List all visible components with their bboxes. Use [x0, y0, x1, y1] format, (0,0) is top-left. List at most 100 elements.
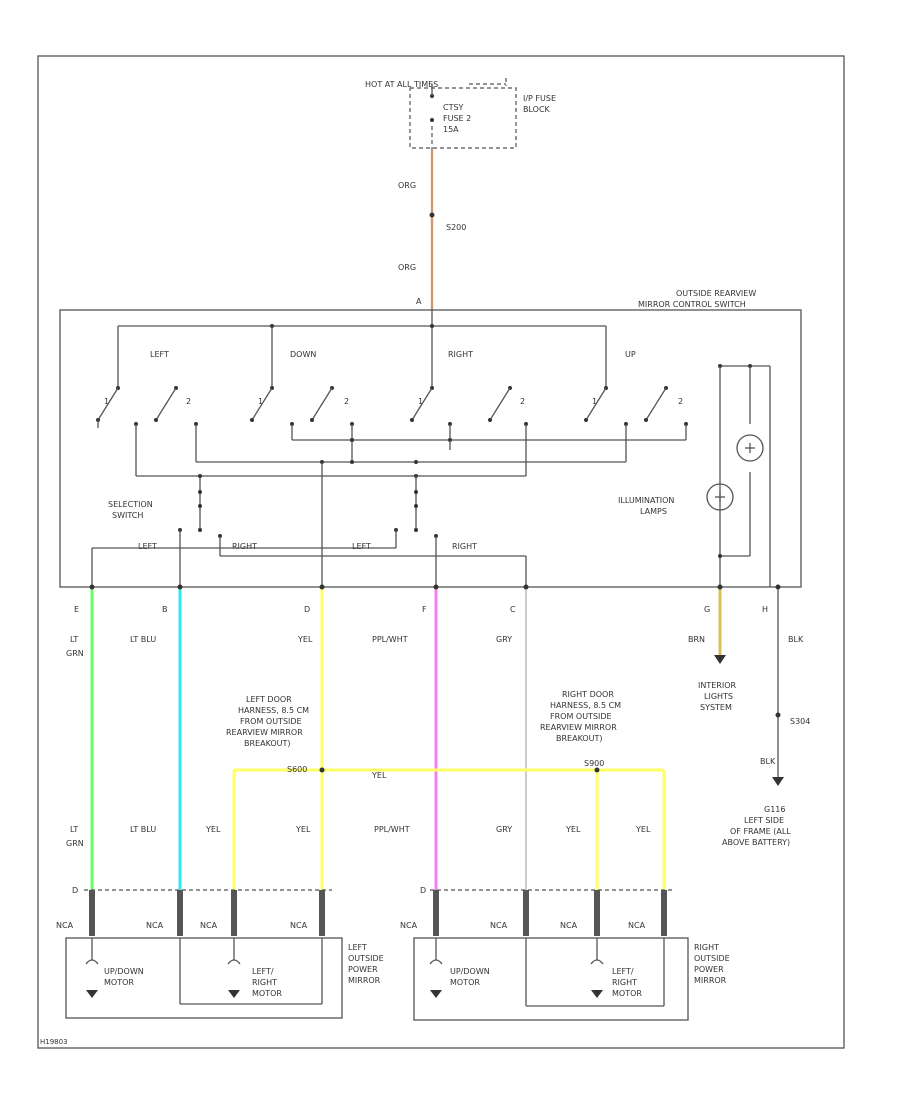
diagram-frame: [37, 55, 845, 1049]
fuse-block-label-0: I/P FUSE: [523, 94, 556, 103]
terminal-d: D: [304, 605, 310, 614]
sel-left-2: LEFT: [352, 542, 371, 551]
left-mirror-label-3: MIRROR: [348, 976, 381, 985]
wire-label-lt-grn-1: GRN: [66, 649, 84, 658]
splice-s600: S600: [287, 765, 307, 774]
lower-yel-1: YEL: [205, 825, 221, 834]
dir-up: UP: [625, 350, 636, 359]
selection-label-1: SWITCH: [112, 511, 143, 520]
left-harness-2: FROM OUTSIDE: [240, 717, 302, 726]
pin-label-5: 2: [520, 397, 525, 406]
wire-label-blk: BLK: [788, 635, 804, 644]
nca-7: NCA: [628, 921, 646, 930]
wire-label-yel: YEL: [297, 635, 313, 644]
right-motor-a-0: UP/DOWN: [450, 967, 490, 976]
right-motor-b-2: MOTOR: [612, 989, 642, 998]
interior-lights-arrow: [714, 655, 726, 664]
right-mirror-label-1: OUTSIDE: [694, 954, 730, 963]
wire-label-lt-blu: LT BLU: [130, 635, 156, 644]
nca-3: NCA: [290, 921, 308, 930]
nca-5: NCA: [490, 921, 508, 930]
right-motor-b-1: RIGHT: [612, 978, 637, 987]
org-label-1: ORG: [398, 181, 416, 190]
right-harness-2: FROM OUTSIDE: [550, 712, 612, 721]
fuse-block-label-1: BLOCK: [523, 105, 551, 114]
right-motor-a-1: MOTOR: [450, 978, 480, 987]
sel-right-2: RIGHT: [452, 542, 477, 551]
nca-4: NCA: [400, 921, 418, 930]
right-harness-3: REARVIEW MIRROR: [540, 723, 617, 732]
left-harness-3: REARVIEW MIRROR: [226, 728, 303, 737]
left-harness-4: BREAKOUT): [244, 739, 291, 748]
illumination-lamp-1: [736, 434, 764, 462]
connector-a: A: [416, 297, 422, 306]
interior-label-0: INTERIOR: [698, 681, 737, 690]
wire-label-brn: BRN: [688, 635, 705, 644]
left-harness-0: LEFT DOOR: [246, 695, 292, 704]
right-leftright-motor-icon: [590, 959, 604, 998]
wire-label-lt-grn-0: LT: [70, 635, 78, 644]
right-mirror-label-0: RIGHT: [694, 943, 719, 952]
left-mirror-label-2: POWER: [348, 965, 378, 974]
splice-s304: S304: [790, 717, 810, 726]
left-mirror-label-1: OUTSIDE: [348, 954, 384, 963]
lower-lt-grn-0: LT: [70, 825, 78, 834]
left-motor-b-1: RIGHT: [252, 978, 277, 987]
right-harness-4: BREAKOUT): [556, 734, 603, 743]
ground-arrow: [772, 777, 784, 786]
selection-switch: [178, 528, 438, 587]
pin-label-2: 1: [258, 397, 263, 406]
right-motor-b-0: LEFT/: [612, 967, 634, 976]
fuse-label-1: FUSE 2: [443, 114, 471, 123]
lower-gry: GRY: [496, 825, 512, 834]
left-mirror-label-0: LEFT: [348, 943, 367, 952]
left-mirror-box: [65, 937, 343, 1019]
fuse-label-2: 15A: [443, 125, 459, 134]
interior-label-2: SYSTEM: [700, 703, 732, 712]
dir-right: RIGHT: [448, 350, 473, 359]
sel-left-1: LEFT: [138, 542, 157, 551]
sel-right-1: RIGHT: [232, 542, 257, 551]
nca-0: NCA: [56, 921, 74, 930]
pin-label-1: 2: [186, 397, 191, 406]
illum-label-1: LAMPS: [640, 507, 667, 516]
left-motor-a-1: MOTOR: [104, 978, 134, 987]
ground-label-2: OF FRAME (ALL: [730, 827, 791, 836]
terminal-g: G: [704, 605, 710, 614]
right-mirror-label-3: MIRROR: [694, 976, 727, 985]
control-switch-box: [59, 309, 802, 588]
left-leftright-motor-icon: [227, 959, 241, 998]
lower-yel-3: YEL: [565, 825, 581, 834]
control-title-0: OUTSIDE REARVIEW: [676, 289, 756, 298]
pin-label-3: 2: [344, 397, 349, 406]
connector-pins: [89, 890, 667, 936]
pin-label-6: 1: [592, 397, 597, 406]
terminal-c: C: [510, 605, 516, 614]
interior-label-1: LIGHTS: [704, 692, 733, 701]
right-harness-1: HARNESS, 8.5 CM: [550, 701, 621, 710]
direction-switches: [96, 386, 688, 426]
wire-label-ppl-wht: PPL/WHT: [372, 635, 408, 644]
splice-s200: S200: [446, 223, 466, 232]
left-motor-b-0: LEFT/: [252, 967, 274, 976]
right-mirror-label-2: POWER: [694, 965, 724, 974]
conn-letter-left: D: [72, 886, 78, 895]
right-harness-0: RIGHT DOOR: [562, 690, 614, 699]
nca-2: NCA: [200, 921, 218, 930]
wire-label-gry: GRY: [496, 635, 512, 644]
lower-ppl-wht: PPL/WHT: [374, 825, 410, 834]
org-label-2: ORG: [398, 263, 416, 272]
figure-id: H19803: [40, 1038, 68, 1046]
yel-bus-label: YEL: [371, 771, 387, 780]
blk-label-lower: BLK: [760, 757, 776, 766]
lower-yel-2: YEL: [295, 825, 311, 834]
pin-label-7: 2: [678, 397, 683, 406]
illum-label-0: ILLUMINATION: [618, 496, 674, 505]
fuse-block-box: [409, 87, 517, 149]
ground-label-3: ABOVE BATTERY): [722, 838, 790, 847]
terminal-f: F: [422, 605, 427, 614]
left-harness-1: HARNESS, 8.5 CM: [238, 706, 309, 715]
pin-label-4: 1: [418, 397, 423, 406]
lower-yel-4: YEL: [635, 825, 651, 834]
